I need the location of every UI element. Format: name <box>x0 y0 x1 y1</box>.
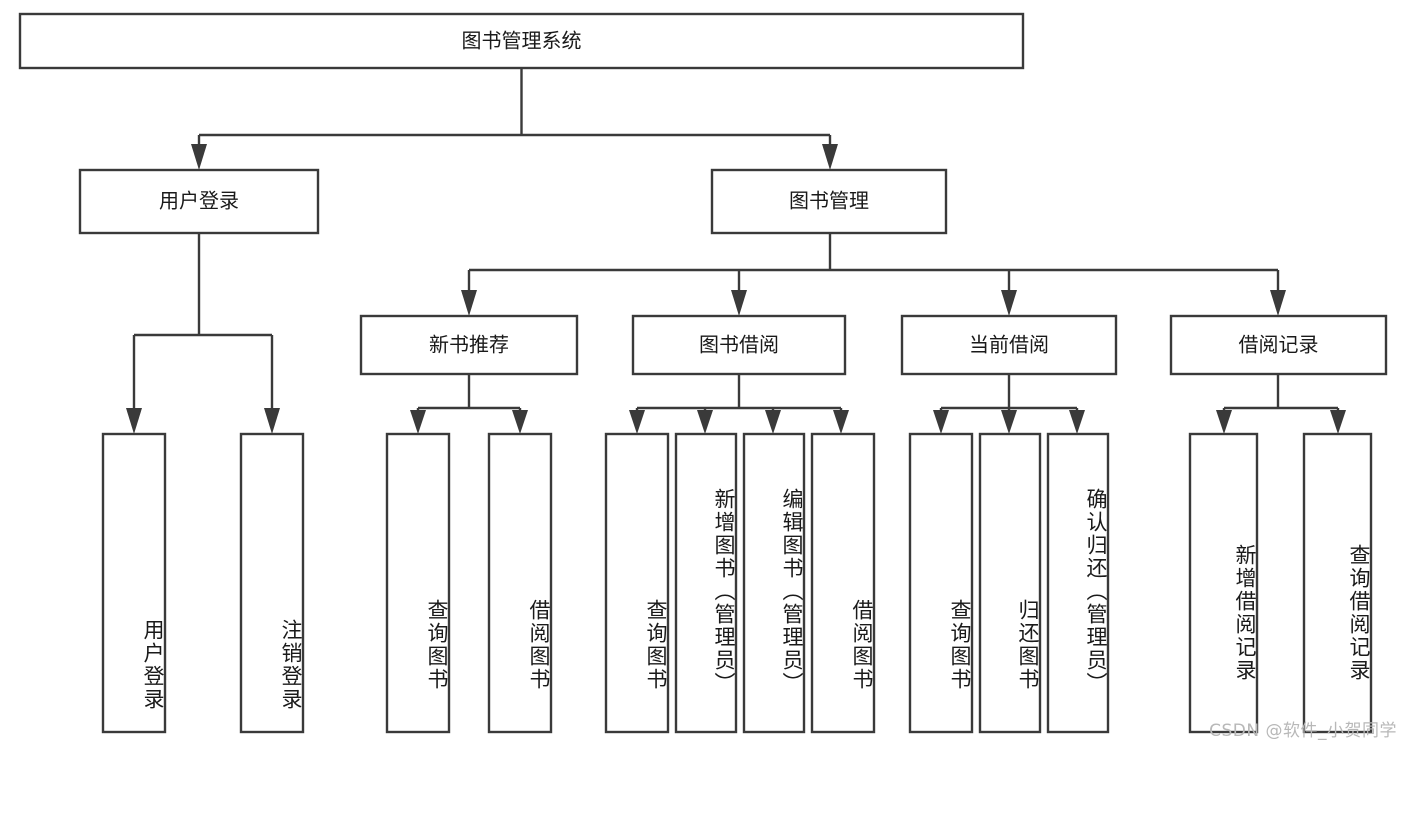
leaf-user-login-1[interactable] <box>239 432 305 734</box>
node-root[interactable] <box>18 12 1025 70</box>
connector-group-book-mgmt <box>461 233 1286 316</box>
leaf-borrow-record-0[interactable] <box>1188 432 1259 734</box>
arrow-head-newbook-leaf-1 <box>512 410 528 434</box>
node-current-borrow-label: 当前借阅 <box>969 333 1049 357</box>
leaf-current-borrow-2[interactable] <box>1046 432 1110 734</box>
leaf-current-borrow-1[interactable] <box>978 432 1042 734</box>
connector-group-current-borrow <box>933 374 1085 434</box>
arrow-head-l3-1 <box>731 290 747 316</box>
leaf-book-borrow-1[interactable] <box>674 432 738 734</box>
node-current-borrow[interactable] <box>900 314 1118 376</box>
arrow-head-bb-leaf-1 <box>697 410 713 434</box>
arrow-head-cb-leaf-1 <box>1001 410 1017 434</box>
connector-group-user-login <box>126 233 280 434</box>
arrow-head-leaf-user-login-0 <box>126 408 142 434</box>
arrow-head-bb-leaf-3 <box>833 410 849 434</box>
node-book-borrow-label: 图书借阅 <box>699 333 779 357</box>
leaf-new-book-0[interactable] <box>385 432 451 734</box>
node-book-borrow[interactable] <box>631 314 847 376</box>
arrow-head-l3-0 <box>461 290 477 316</box>
arrow-head-bb-leaf-2 <box>765 410 781 434</box>
leaf-book-borrow-0[interactable] <box>604 432 670 734</box>
arrow-head-br-leaf-0 <box>1216 410 1232 434</box>
arrow-head-br-leaf-1 <box>1330 410 1346 434</box>
leaf-book-borrow-2[interactable] <box>742 432 806 734</box>
node-borrow-record[interactable] <box>1169 314 1388 376</box>
leaf-borrow-record-1[interactable] <box>1302 432 1373 734</box>
diagram-root: 图书管理系统 用户登录 图书管理 新书推荐 图书借阅 当前借阅 借阅记录 <box>18 12 1397 741</box>
arrow-head-l3-2 <box>1001 290 1017 316</box>
leaf-current-borrow-0[interactable] <box>908 432 974 734</box>
leaf-new-book-1[interactable] <box>487 432 553 734</box>
arrow-head-leaf-user-login-1 <box>264 408 280 434</box>
node-borrow-record-label: 借阅记录 <box>1239 333 1319 357</box>
connector-group-borrow-record <box>1216 374 1346 434</box>
node-user-login[interactable] <box>78 168 320 235</box>
arrow-head-l3-3 <box>1270 290 1286 316</box>
connector-group-new-book <box>410 374 528 434</box>
node-user-login-label: 用户登录 <box>159 189 239 213</box>
leaf-user-login-0[interactable] <box>101 432 167 734</box>
watermark-text: CSDN @软件_小贺同学 <box>1209 721 1397 741</box>
arrow-head-user-login <box>191 144 207 170</box>
node-new-book-recommend[interactable] <box>359 314 579 376</box>
node-book-management-label: 图书管理 <box>789 189 869 213</box>
node-new-book-recommend-label: 新书推荐 <box>429 333 509 357</box>
arrow-head-book-mgmt <box>822 144 838 170</box>
connector-group-root <box>191 68 838 170</box>
diagram-canvas: 图书管理系统 用户登录 图书管理 新书推荐 图书借阅 当前借阅 借阅记录 <box>18 12 1388 734</box>
node-root-label: 图书管理系统 <box>462 29 582 53</box>
arrow-head-cb-leaf-0 <box>933 410 949 434</box>
leaf-book-borrow-3[interactable] <box>810 432 876 734</box>
arrow-head-cb-leaf-2 <box>1069 410 1085 434</box>
connector-group-book-borrow <box>629 374 849 434</box>
arrow-head-bb-leaf-0 <box>629 410 645 434</box>
node-book-management[interactable] <box>710 168 948 235</box>
arrow-head-newbook-leaf-0 <box>410 410 426 434</box>
